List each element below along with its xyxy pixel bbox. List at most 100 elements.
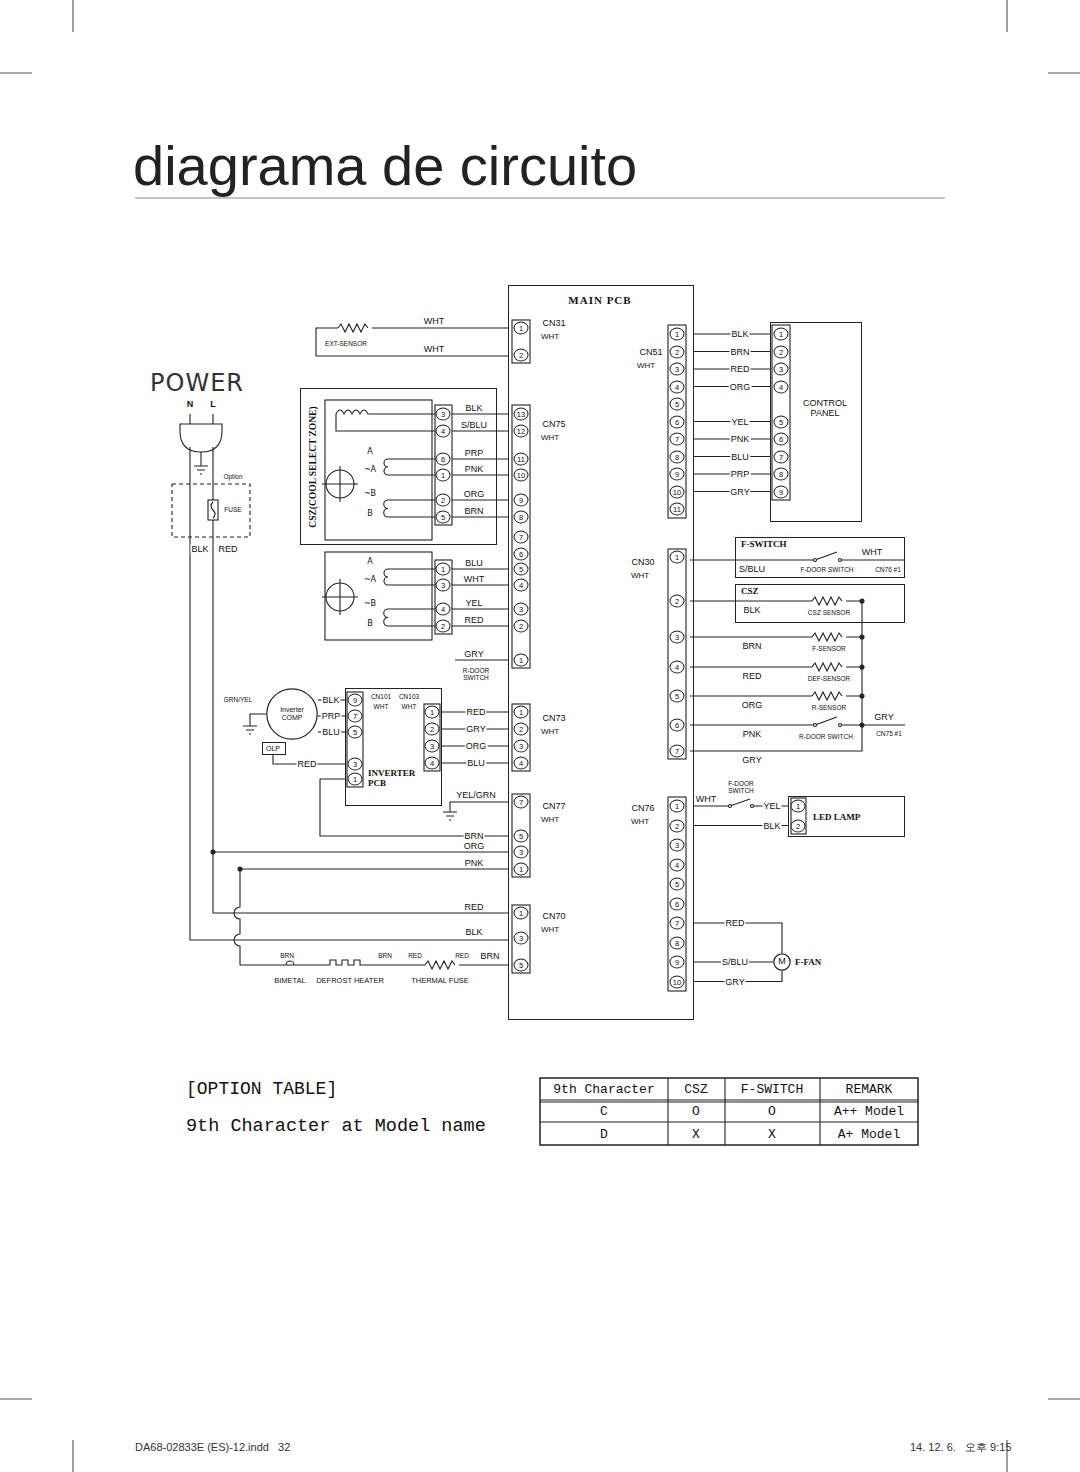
wire — [234, 869, 508, 965]
pin-number: 5 — [436, 511, 451, 524]
connector — [424, 704, 440, 771]
plug-pin-name: L — [210, 400, 216, 409]
table-cell: A++ Model — [834, 1105, 904, 1118]
pin-number: 3 — [425, 740, 440, 753]
pin-number: 5 — [514, 830, 529, 843]
page-title: diagrama de circuito — [133, 138, 637, 194]
coil-terminal: ~A — [364, 466, 376, 474]
pin-number: 2 — [514, 349, 529, 362]
wire-color: PNK — [464, 859, 485, 868]
pin-number: 7 — [514, 796, 529, 809]
coil-terminal: ~A — [364, 576, 376, 584]
connector — [668, 797, 686, 991]
pin-number: 1 — [425, 706, 440, 719]
circle-outline — [774, 954, 790, 970]
pin-number: 4 — [670, 661, 685, 674]
wire-color: YEL — [464, 599, 483, 608]
heater-symbol — [336, 410, 435, 431]
switch-gap — [731, 798, 751, 809]
connector-color: WHT — [631, 818, 649, 826]
coil-terminal: A — [367, 558, 372, 566]
pin-number: 1 — [514, 907, 529, 920]
connector — [668, 549, 686, 759]
wire-color: WHT — [423, 317, 446, 326]
wire — [213, 852, 508, 869]
pin-number: 2 — [436, 620, 451, 633]
small-label: WHT — [373, 704, 390, 711]
connector — [512, 794, 530, 877]
coil-symbol — [384, 609, 435, 626]
pin-number: 3 — [670, 631, 685, 644]
pin-number: 3 — [436, 579, 451, 592]
pin-number: 4 — [670, 858, 685, 871]
connector-color: WHT — [541, 434, 559, 442]
coil-terminal: B — [367, 510, 373, 518]
wire-color: BLK — [464, 928, 483, 937]
wire-color: BRN — [463, 832, 484, 841]
junction-dot — [238, 867, 242, 871]
small-label: CN103 — [398, 694, 420, 701]
table-cell: D — [600, 1128, 608, 1141]
pin-number: 2 — [425, 723, 440, 736]
connector-name: CN73 — [542, 714, 565, 723]
wire-color: BLU — [321, 728, 341, 737]
motor-symbol — [322, 579, 358, 615]
connector-name: CN51 — [639, 348, 662, 357]
wire-color: BLK — [730, 330, 749, 339]
node-title: CSZ(COOL SELECT ZONE) — [308, 406, 318, 527]
pin-number: 3 — [774, 363, 789, 376]
pin-number: 5 — [514, 959, 529, 972]
pin-number: 1 — [348, 773, 363, 786]
wire-color: YEL — [762, 802, 781, 811]
small-label: CN101 — [370, 694, 392, 701]
table-cell: O — [768, 1105, 776, 1118]
pin-number: 6 — [436, 453, 451, 466]
wire-color: WHT — [423, 345, 446, 354]
wire-color: BRN — [741, 642, 762, 651]
small-label: R-SENSOR — [811, 705, 847, 712]
pin-number: 10 — [514, 469, 529, 482]
pin-number: 5 — [774, 415, 789, 428]
table-cell: REMARK — [846, 1083, 893, 1096]
node-title: LED LAMP — [813, 813, 860, 823]
heater-symbol — [330, 960, 366, 965]
fuse-symbol — [208, 500, 218, 520]
wire-color: RED — [741, 672, 762, 681]
small-label: CN76 #1 — [874, 567, 902, 574]
pin-number: 13 — [514, 408, 529, 421]
pin-number: 6 — [670, 719, 685, 732]
wire-color: S/BLU — [460, 421, 488, 430]
pin-number: 3 — [670, 363, 685, 376]
pin-number: 7 — [670, 433, 685, 446]
small-label: DEF-SENSOR — [807, 676, 852, 683]
junction-dot — [211, 850, 215, 854]
pin-number: 3 — [514, 740, 529, 753]
wire-color: RED — [217, 545, 238, 554]
pin-number: 9 — [670, 956, 685, 969]
small-label: EXT-SENSOR — [324, 341, 368, 348]
wire-color: PNK — [464, 465, 485, 474]
wire-color: BLU — [466, 759, 486, 768]
small-label: FUSE — [223, 507, 242, 514]
pin-number: 5 — [670, 690, 685, 703]
small-label: RED — [454, 953, 470, 960]
table-cell: CSZ — [684, 1083, 707, 1096]
pin-number: 3 — [436, 408, 451, 421]
wire-color: BLK — [742, 606, 761, 615]
pin-number: 4 — [514, 757, 529, 770]
bimetal-symbol — [286, 961, 294, 965]
connector — [772, 325, 790, 500]
wire-color: YEL — [730, 417, 749, 426]
coil-terminal: ~B — [364, 490, 376, 498]
wire-color: GRY — [724, 977, 745, 986]
pin-number: 1 — [670, 328, 685, 341]
small-label: F-SENSOR — [811, 646, 847, 653]
sensor-symbol — [338, 324, 368, 332]
connector-name: CN75 — [542, 420, 565, 429]
connector — [668, 325, 686, 518]
overload-box: OLP — [262, 742, 286, 755]
coil-terminal: ~B — [364, 600, 376, 608]
circle-outline — [267, 689, 317, 739]
thermal-fuse-symbol — [425, 961, 455, 969]
